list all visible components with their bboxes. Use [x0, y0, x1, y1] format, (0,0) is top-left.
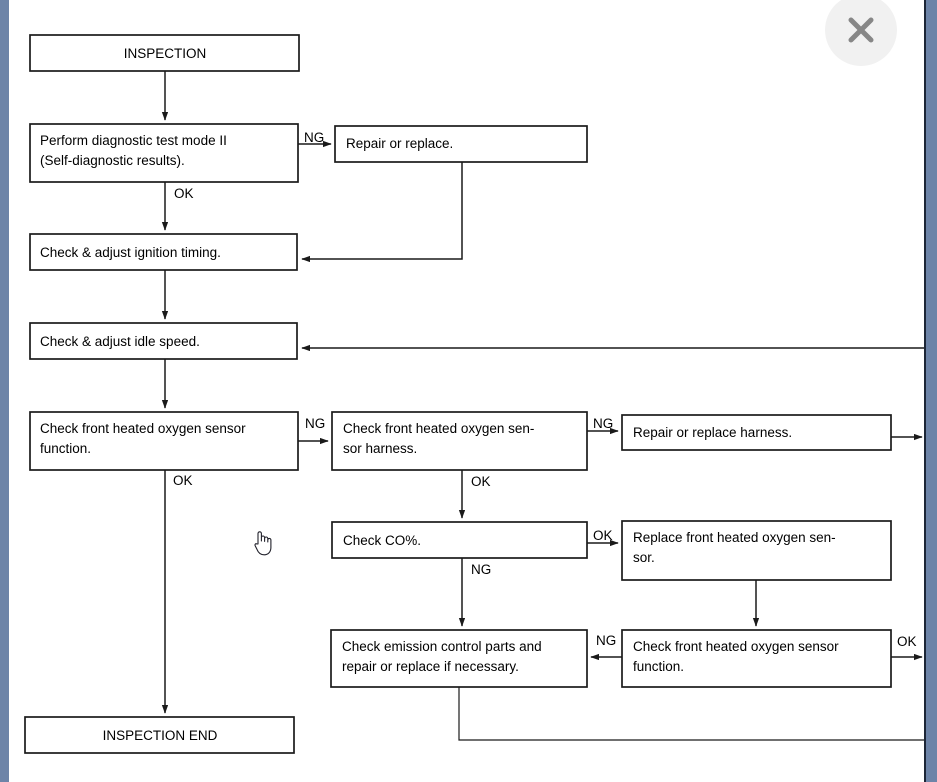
edge-label-ok-ho2s-function: OK — [173, 473, 193, 488]
edge-label-ng-ho2s-function: NG — [305, 416, 325, 431]
box-check-co[interactable] — [331, 521, 588, 559]
box-perform-diagnostic-line2: (Self-diagnostic results). — [40, 153, 185, 168]
box-inspection-end-label: INSPECTION END — [103, 728, 218, 743]
box-emission-control-line2: repair or replace if necessary. — [342, 659, 519, 674]
box-inspection-end[interactable] — [24, 716, 295, 754]
box-repair-or-replace[interactable] — [334, 125, 588, 163]
box-ignition-timing-label: Check & adjust ignition timing. — [40, 245, 221, 260]
box-ho2s-function-line2: function. — [40, 441, 91, 456]
edge-label-ng-harness: NG — [593, 416, 613, 431]
flowchart-page: INSPECTION Perform diagnostic test mode … — [9, 0, 926, 782]
box-inspection[interactable] — [29, 34, 300, 72]
edge-label-ok-recheck: OK — [897, 634, 917, 649]
close-button[interactable] — [825, 0, 897, 66]
box-inspection-label: INSPECTION — [124, 46, 207, 61]
edge-label-ng-check-co: NG — [471, 562, 491, 577]
edge-label-ok-diagnostic: OK — [174, 186, 194, 201]
box-recheck-ho2s-function-line1: Check front heated oxygen sensor — [633, 639, 839, 654]
box-check-co-label: Check CO%. — [343, 533, 421, 548]
box-replace-ho2s-line2: sor. — [633, 550, 655, 565]
box-idle-speed[interactable] — [29, 322, 298, 360]
box-ho2s-harness-line1: Check front heated oxygen sen- — [343, 421, 534, 436]
box-recheck-ho2s-function-line2: function. — [633, 659, 684, 674]
edge-label-ng-recheck: NG — [596, 633, 616, 648]
box-emission-control[interactable] — [330, 629, 588, 688]
box-ho2s-function-line1: Check front heated oxygen sensor — [40, 421, 246, 436]
box-repair-harness[interactable] — [621, 414, 892, 451]
box-perform-diagnostic-line1: Perform diagnostic test mode II — [40, 133, 227, 148]
edge-emission-to-return-bus — [458, 686, 926, 741]
box-ignition-timing[interactable] — [29, 233, 298, 271]
box-ho2s-harness[interactable] — [331, 411, 588, 471]
box-replace-ho2s[interactable] — [621, 520, 892, 581]
edge-label-ng-diagnostic: NG — [304, 130, 324, 145]
close-x-icon — [848, 17, 874, 43]
box-replace-ho2s-line1: Replace front heated oxygen sen- — [633, 530, 836, 545]
box-idle-speed-label: Check & adjust idle speed. — [40, 334, 200, 349]
edge-label-ok-harness: OK — [471, 474, 491, 489]
flowchart-svg: INSPECTION Perform diagnostic test mode … — [24, 34, 926, 754]
edge-repair-back-to-ignition — [301, 162, 463, 263]
box-repair-harness-label: Repair or replace harness. — [633, 425, 792, 440]
box-repair-or-replace-label: Repair or replace. — [346, 136, 453, 151]
edge-label-ok-check-co: OK — [593, 528, 613, 543]
box-ho2s-function[interactable] — [29, 411, 299, 471]
box-recheck-ho2s-function[interactable] — [621, 629, 892, 688]
box-perform-diagnostic[interactable] — [29, 123, 299, 183]
box-emission-control-line1: Check emission control parts and — [342, 639, 542, 654]
box-ho2s-harness-line2: sor harness. — [343, 441, 417, 456]
pointing-hand-cursor — [254, 531, 272, 556]
